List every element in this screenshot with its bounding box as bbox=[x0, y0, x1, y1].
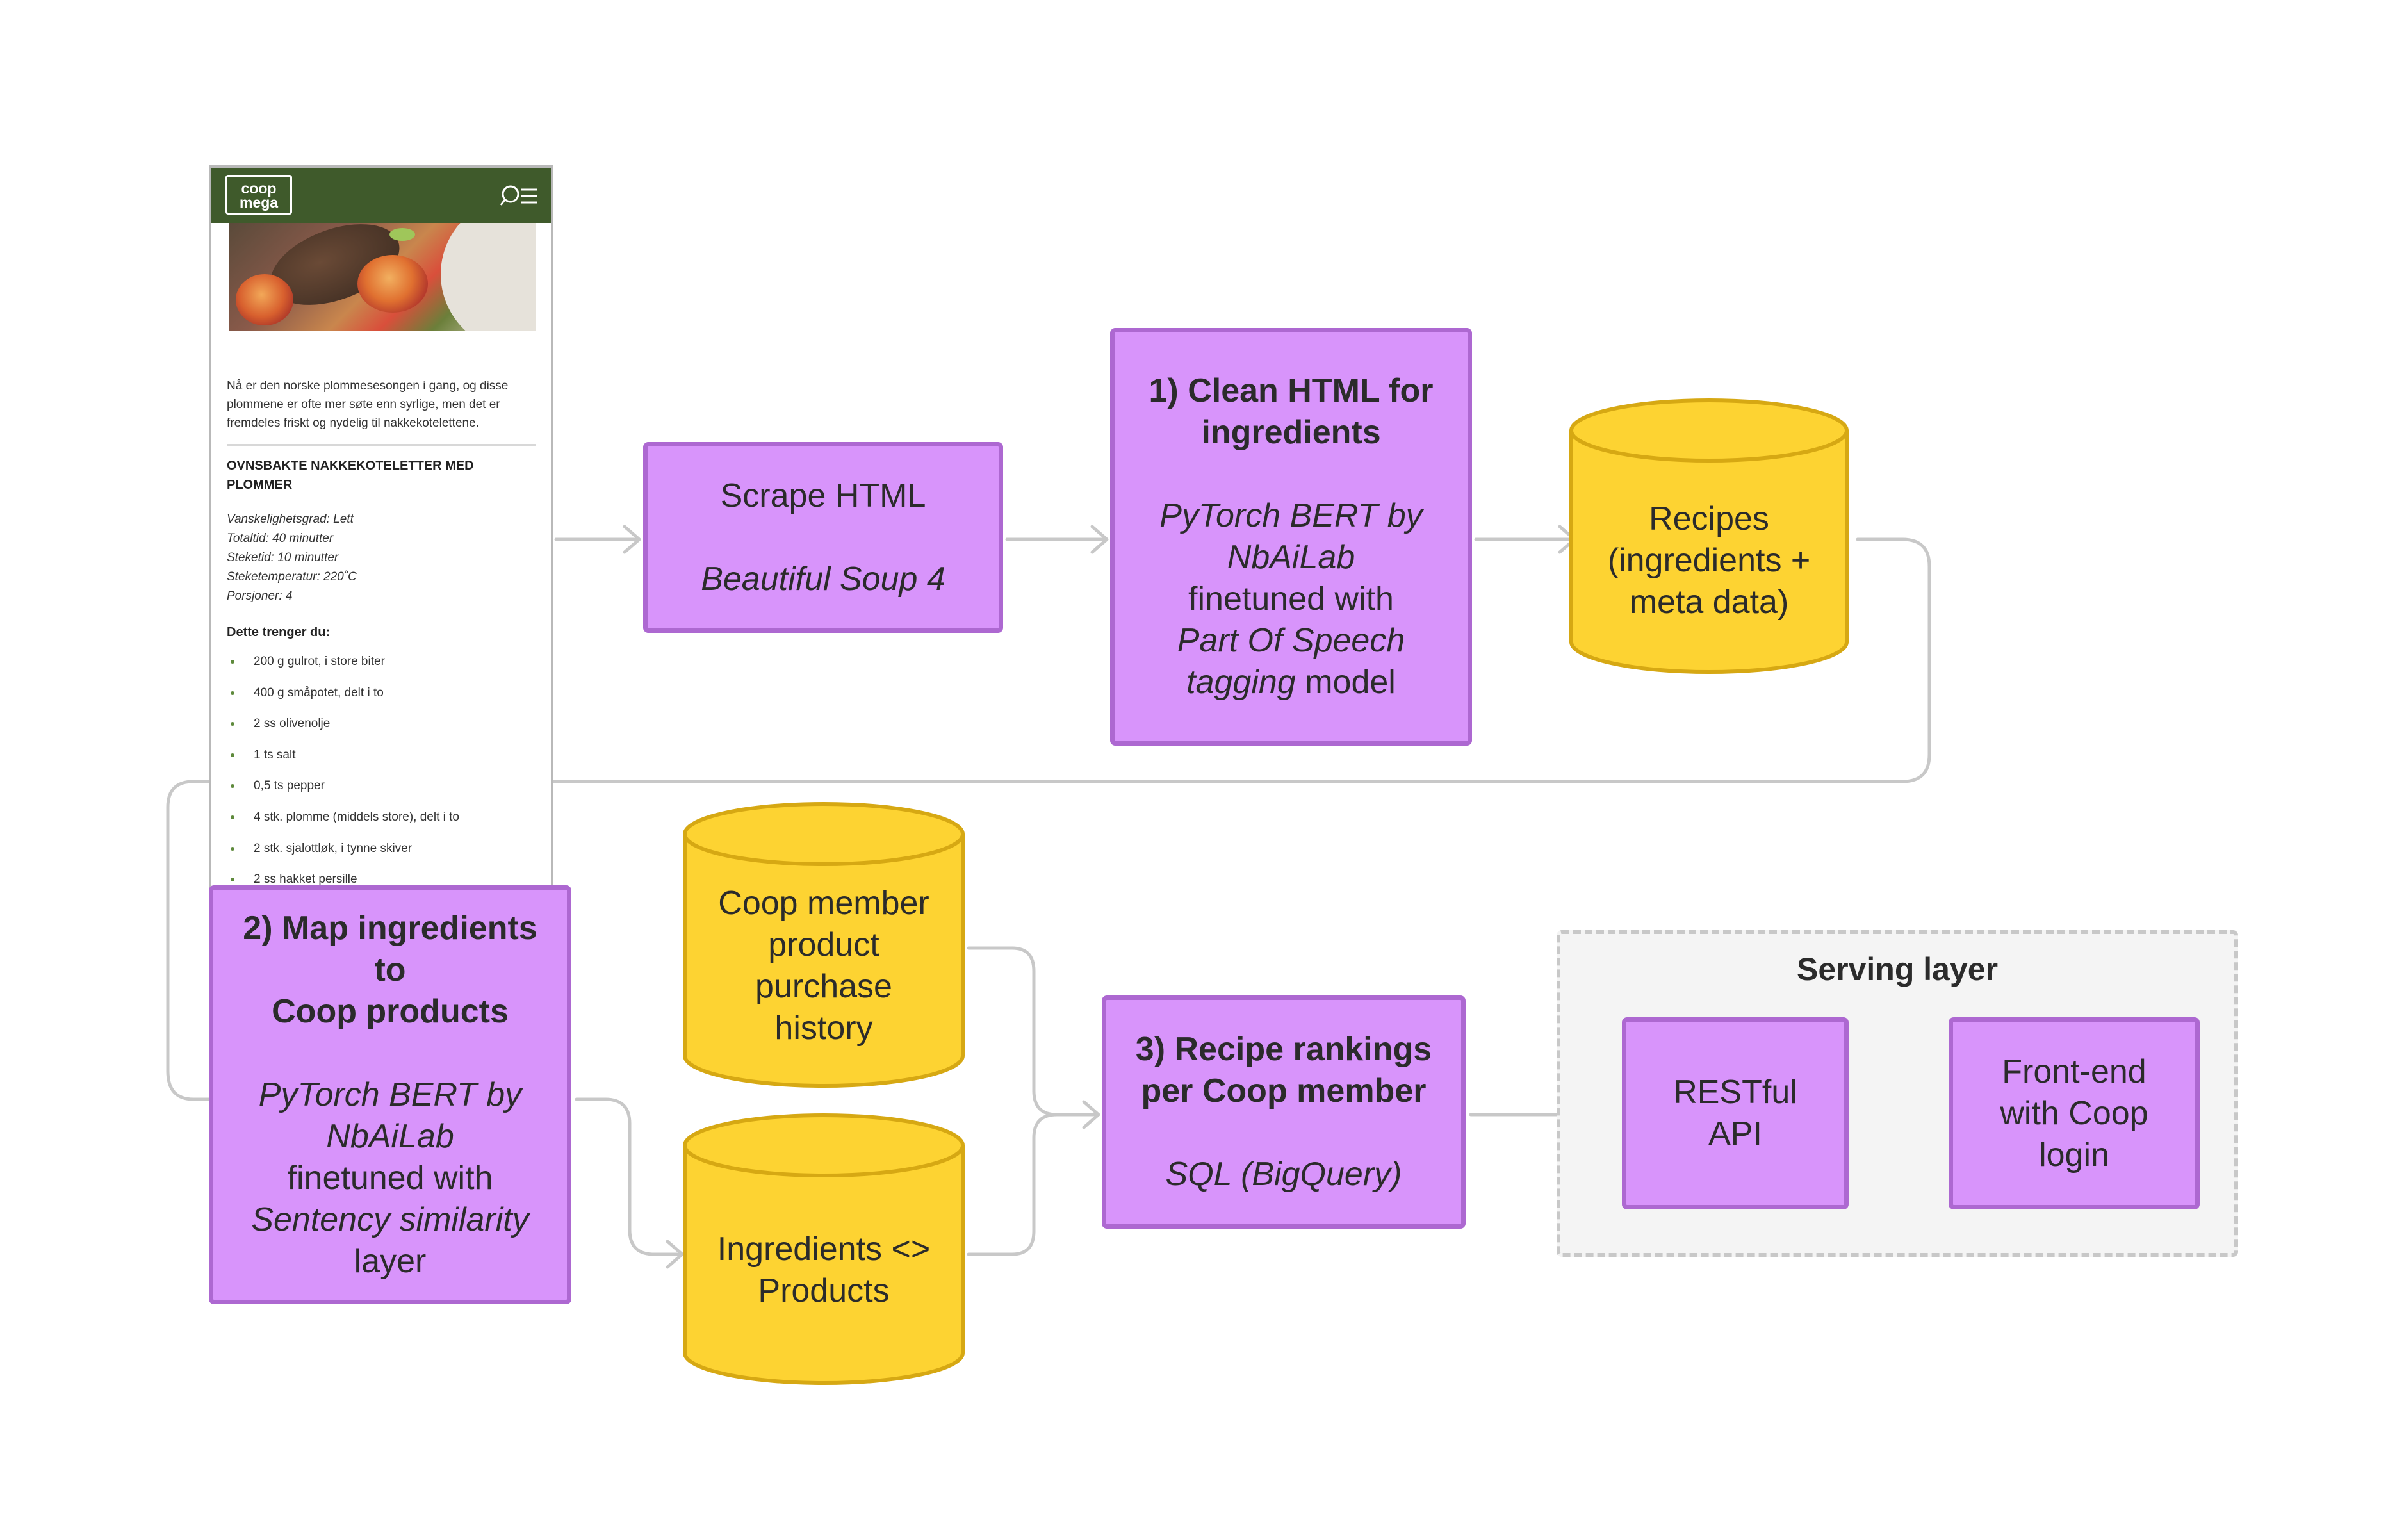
meta-bake-time: Steketid: 10 minutter bbox=[227, 551, 339, 564]
recipes-label-3: meta data) bbox=[1629, 584, 1789, 621]
arrow-head bbox=[1082, 1100, 1100, 1129]
arrow-head bbox=[1090, 525, 1109, 554]
frontend-node[interactable]: Front-end with Coop login bbox=[1949, 1017, 2200, 1209]
recipe-page-screenshot: coop mega Nå er den norske plommesesonge… bbox=[209, 165, 553, 890]
clean-model-line4: Part Of Speech bbox=[1177, 622, 1405, 659]
connector-map-to-ingr bbox=[575, 1097, 682, 1256]
scrape-html-node[interactable]: Scrape HTML Beautiful Soup 4 bbox=[643, 442, 1003, 633]
clean-model-line1: PyTorch BERT by bbox=[1159, 497, 1423, 534]
connector-ingr-to-rank bbox=[967, 1113, 1059, 1256]
meta-temperature: Steketemperatur: 220˚C bbox=[227, 570, 357, 584]
ingredients-products-database[interactable]: Ingredients <> Products bbox=[683, 1113, 965, 1385]
recipes-label-2: (ingredients + bbox=[1607, 542, 1811, 579]
ingredients-heading: Dette trenger du: bbox=[227, 625, 331, 639]
api-label-1: RESTful bbox=[1673, 1074, 1797, 1111]
coop-header: coop mega bbox=[211, 168, 551, 223]
meta-difficulty: Vanskelighetsgrad: Lett bbox=[227, 512, 354, 526]
database-cylinder-icon bbox=[683, 802, 965, 1088]
map-model-line5: layer bbox=[354, 1242, 427, 1280]
api-label-2: API bbox=[1708, 1115, 1762, 1152]
restful-api-node[interactable]: RESTful API bbox=[1622, 1017, 1849, 1209]
recipe-rankings-node[interactable]: 3) Recipe rankings per Coop member SQL (… bbox=[1102, 995, 1466, 1229]
divider bbox=[227, 444, 536, 446]
purchase-history-database[interactable]: Coop member product purchase history bbox=[683, 802, 965, 1088]
map-title-line2: Coop products bbox=[272, 992, 509, 1030]
ingredient-list: 200 g gulrot, i store biter 400 g småpot… bbox=[227, 652, 459, 888]
clean-model-line5: tagging model bbox=[1186, 662, 1396, 703]
clean-title-line2: ingredients bbox=[1201, 414, 1381, 451]
map-model-line1: PyTorch BERT by bbox=[258, 1076, 522, 1113]
clean-title-line1: 1) Clean HTML for bbox=[1149, 372, 1434, 409]
clean-model-line2: NbAiLab bbox=[1227, 539, 1355, 576]
list-item: 2 stk. sjalottløk, i tynne skiver bbox=[227, 839, 459, 871]
food-photo bbox=[229, 223, 536, 331]
frontend-label-2: with Coop bbox=[2000, 1094, 2148, 1132]
purchase-label-4: history bbox=[774, 1010, 873, 1047]
purchase-label-2: product bbox=[768, 926, 879, 963]
recipe-meta: Vanskelighetsgrad: Lett Totaltid: 40 min… bbox=[227, 510, 357, 606]
list-item: 200 g gulrot, i store biter bbox=[227, 652, 459, 684]
list-item: 2 ss hakket persille bbox=[227, 870, 459, 888]
ingr-label-1: Ingredients <> bbox=[717, 1231, 931, 1268]
arrow-head bbox=[666, 1240, 684, 1269]
recipe-title: OVNSBAKTE NAKKEKOTELETTER MED PLOMMER bbox=[227, 459, 474, 492]
clean-model-word: model bbox=[1295, 664, 1396, 701]
purchase-label-3: purchase bbox=[755, 968, 892, 1005]
recipe-intro: Nå er den norske plommesesongen i gang, … bbox=[227, 379, 509, 430]
map-model-line2: NbAiLab bbox=[326, 1117, 454, 1155]
connector-recipes-to-map bbox=[166, 537, 1931, 1101]
list-item: 400 g småpotet, delt i to bbox=[227, 684, 459, 715]
rank-title-line2: per Coop member bbox=[1141, 1072, 1427, 1110]
purchase-label-1: Coop member bbox=[718, 885, 929, 922]
search-menu-icon[interactable] bbox=[500, 183, 538, 209]
arrow-head bbox=[623, 525, 641, 554]
recipes-database[interactable]: Recipes (ingredients + meta data) bbox=[1569, 398, 1849, 674]
frontend-label-3: login bbox=[2039, 1136, 2109, 1174]
rank-title-line1: 3) Recipe rankings bbox=[1135, 1031, 1432, 1068]
database-cylinder-icon bbox=[1569, 398, 1849, 674]
list-item: 1 ts salt bbox=[227, 746, 459, 777]
scrape-tool: Beautiful Soup 4 bbox=[701, 560, 945, 598]
logo-line-1: coop bbox=[241, 180, 277, 197]
clean-tagging: tagging bbox=[1186, 664, 1296, 701]
meta-total-time: Totaltid: 40 minutter bbox=[227, 532, 334, 545]
recipes-label-1: Recipes bbox=[1649, 500, 1769, 537]
database-cylinder-icon bbox=[683, 1113, 965, 1385]
rank-tool: SQL (BigQuery) bbox=[1165, 1156, 1402, 1193]
serving-layer-title: Serving layer bbox=[1796, 951, 1999, 987]
list-item: 0,5 ts pepper bbox=[227, 776, 459, 808]
map-title-line1: 2) Map ingredients to bbox=[243, 909, 537, 988]
map-model-line3: finetuned with bbox=[287, 1159, 493, 1197]
connector-purchase-to-rank bbox=[967, 946, 1099, 1117]
coop-mega-logo: coop mega bbox=[225, 175, 292, 215]
scrape-title: Scrape HTML bbox=[720, 477, 926, 514]
ingr-label-2: Products bbox=[758, 1272, 890, 1309]
list-item: 4 stk. plomme (middels store), delt i to bbox=[227, 808, 459, 839]
clean-html-node[interactable]: 1) Clean HTML for ingredients PyTorch BE… bbox=[1110, 328, 1472, 746]
map-model-line4: Sentency similarity bbox=[251, 1200, 529, 1238]
frontend-label-1: Front-end bbox=[2002, 1053, 2147, 1090]
logo-line-2: mega bbox=[239, 194, 279, 211]
list-item: 2 ss olivenolje bbox=[227, 714, 459, 746]
clean-model-line3: finetuned with bbox=[1188, 580, 1394, 618]
map-ingredients-node[interactable]: 2) Map ingredients to Coop products PyTo… bbox=[209, 885, 571, 1304]
meta-servings: Porsjoner: 4 bbox=[227, 589, 293, 603]
